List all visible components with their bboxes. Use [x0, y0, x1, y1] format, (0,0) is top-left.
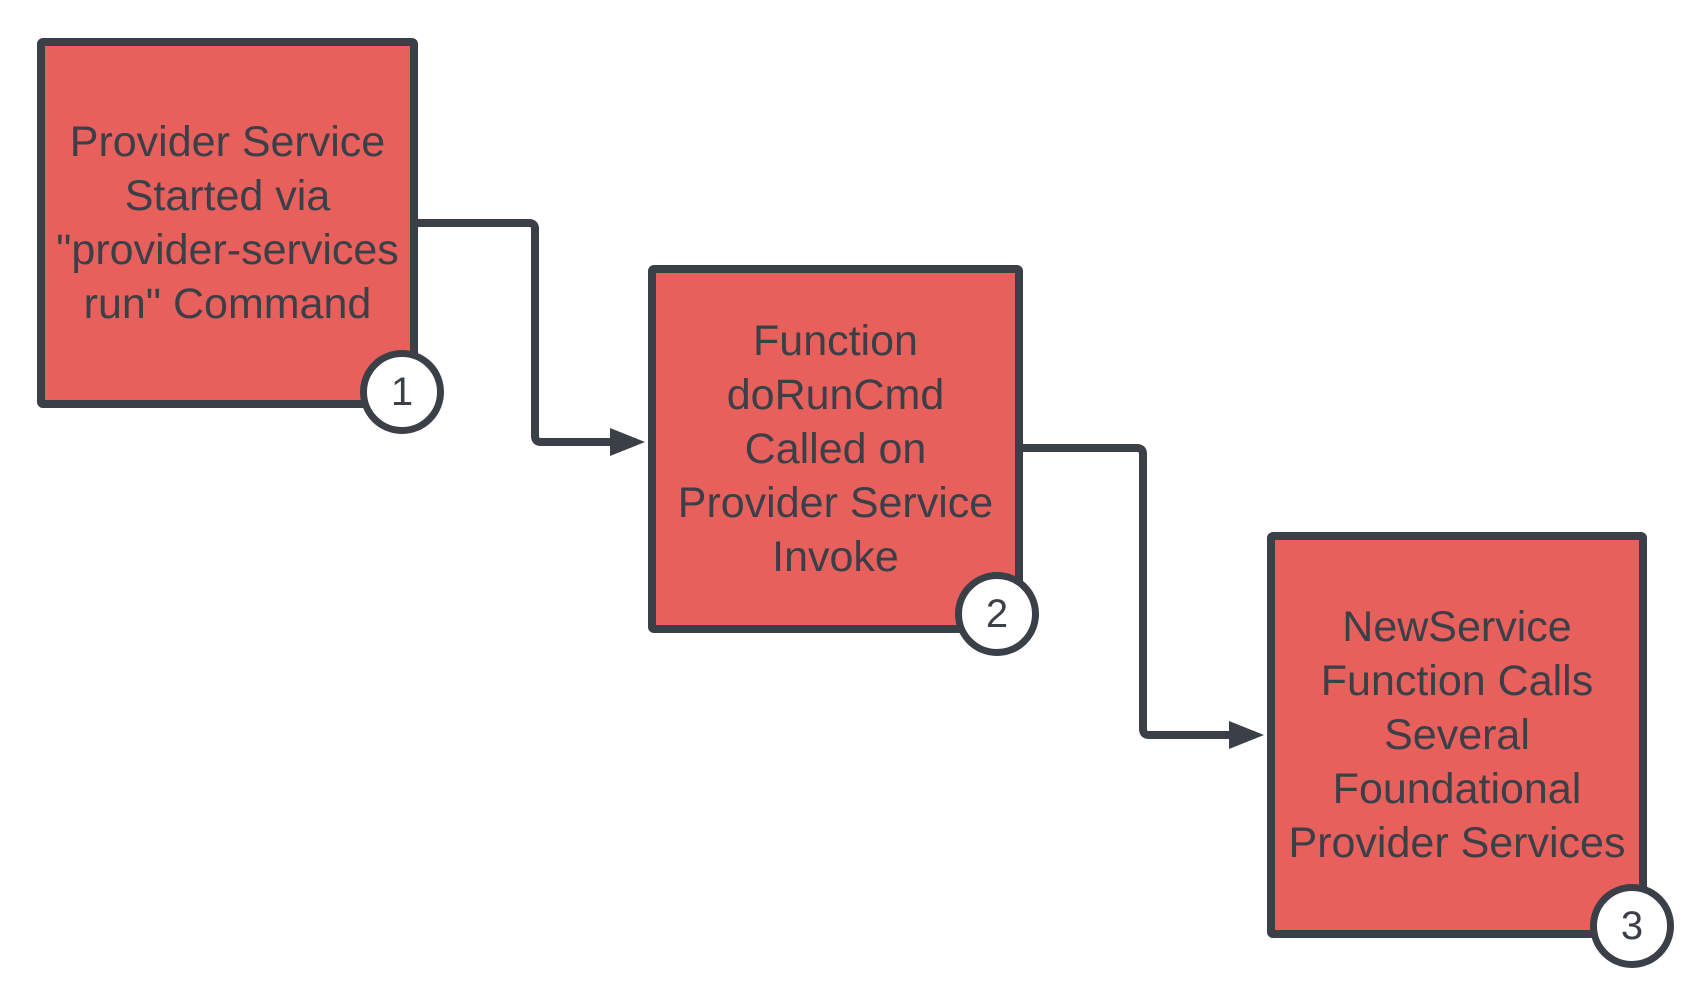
- arrowhead-step2: [610, 428, 645, 456]
- connector-step1-to-step2: [418, 219, 636, 446]
- step-number-badge-2: 2: [955, 572, 1039, 656]
- step-number-badge-3: 3: [1590, 884, 1674, 968]
- connector-step2-to-step3: [1023, 444, 1255, 739]
- step-label-1: Provider Service Started via "provider-s…: [56, 118, 399, 328]
- step-box-2: Function doRunCmd Called on Provider Ser…: [648, 265, 1023, 633]
- step-number-badge-1: 1: [360, 350, 444, 434]
- arrowhead-step3: [1229, 721, 1264, 749]
- step-label-2: Function doRunCmd Called on Provider Ser…: [677, 317, 994, 581]
- step-box-1: Provider Service Started via "provider-s…: [37, 38, 418, 408]
- step-number-2: 2: [985, 592, 1009, 636]
- step-label-3: NewService Function Calls Several Founda…: [1288, 603, 1626, 867]
- step-number-3: 3: [1620, 904, 1644, 948]
- step-box-3: NewService Function Calls Several Founda…: [1267, 532, 1647, 938]
- step-number-1: 1: [390, 370, 414, 414]
